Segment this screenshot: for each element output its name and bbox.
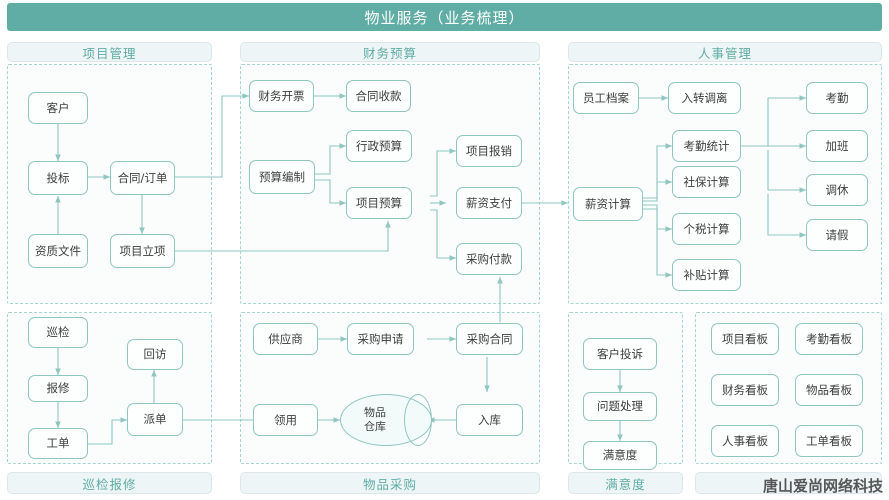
node-myd[interactable]: 满意度 [583, 441, 657, 470]
node-sbjs[interactable]: 社保计算 [672, 166, 741, 198]
panel-label-project-management[interactable]: 项目管理 [7, 42, 212, 62]
node-xmlx[interactable]: 项目立项 [110, 234, 175, 268]
panel-label-satisfaction[interactable]: 满意度 [568, 472, 683, 494]
node-ysbz[interactable]: 预算编制 [249, 160, 315, 194]
panel-label-dashboards[interactable] [695, 472, 882, 494]
node-gyshang[interactable]: 供应商 [253, 323, 318, 355]
node-xzys[interactable]: 行政预算 [346, 130, 412, 162]
node-cgsq[interactable]: 采购申请 [347, 323, 414, 355]
node-kqkb[interactable]: 考勤看板 [795, 323, 863, 355]
panel-label-goods-purchase[interactable]: 物品采购 [240, 472, 540, 494]
node-kqtj[interactable]: 考勤统计 [672, 130, 741, 162]
watermark-text: 唐山爱尚网络科技 [762, 477, 883, 495]
node-xunj[interactable]: 巡检 [28, 317, 88, 348]
panel-label-finance-budget[interactable]: 财务预算 [240, 42, 540, 62]
node-gsjs[interactable]: 个税计算 [672, 213, 741, 245]
node-xzzf[interactable]: 薪资支付 [456, 187, 522, 219]
node-zzw[interactable]: 资质文件 [28, 234, 88, 268]
node-rzdl[interactable]: 入转调离 [668, 82, 741, 114]
node-jiab[interactable]: 加班 [806, 130, 868, 162]
node-lingy[interactable]: 领用 [253, 404, 318, 436]
node-gdkb[interactable]: 工单看板 [795, 425, 863, 457]
node-baox[interactable]: 报修 [28, 375, 88, 402]
page-title: 物业服务（业务梳理） [7, 3, 882, 31]
node-cwkp[interactable]: 财务开票 [249, 80, 314, 112]
node-paid[interactable]: 派单 [127, 403, 183, 436]
node-huif[interactable]: 回访 [127, 339, 183, 370]
node-wpkb[interactable]: 物品看板 [795, 374, 863, 406]
node-htd[interactable]: 合同/订单 [110, 161, 175, 195]
node-rskb[interactable]: 人事看板 [711, 425, 779, 457]
node-khu[interactable]: 客户 [28, 92, 88, 124]
node-ygda[interactable]: 员工档案 [573, 82, 639, 114]
panel-satisfaction [568, 312, 683, 464]
node-cwkb[interactable]: 财务看板 [711, 374, 779, 406]
node-wpck-cylinder[interactable]: 物品 仓库 [340, 394, 432, 446]
node-htsk[interactable]: 合同收款 [346, 80, 411, 112]
node-xmys[interactable]: 项目预算 [346, 187, 412, 219]
node-xzjs[interactable]: 薪资计算 [573, 187, 643, 221]
node-wtcl[interactable]: 问题处理 [583, 392, 657, 421]
node-cght[interactable]: 采购合同 [456, 323, 523, 355]
node-kqin[interactable]: 考勤 [806, 82, 868, 114]
node-gong[interactable]: 工单 [28, 428, 88, 459]
node-ruku[interactable]: 入库 [456, 404, 523, 436]
node-khts[interactable]: 客户投诉 [583, 338, 657, 370]
panel-label-hr-management[interactable]: 人事管理 [568, 42, 882, 62]
node-xmbx[interactable]: 项目报销 [456, 135, 522, 167]
node-xmkb[interactable]: 项目看板 [711, 323, 779, 355]
node-cgfk[interactable]: 采购付款 [456, 243, 522, 275]
node-wpck-label: 物品 仓库 [364, 406, 386, 433]
node-diax[interactable]: 调休 [806, 174, 868, 206]
node-tbi[interactable]: 投标 [28, 161, 88, 195]
panel-label-inspection-repair[interactable]: 巡检报修 [7, 472, 212, 494]
node-btjs[interactable]: 补贴计算 [672, 259, 741, 291]
node-qinj[interactable]: 请假 [806, 219, 868, 251]
